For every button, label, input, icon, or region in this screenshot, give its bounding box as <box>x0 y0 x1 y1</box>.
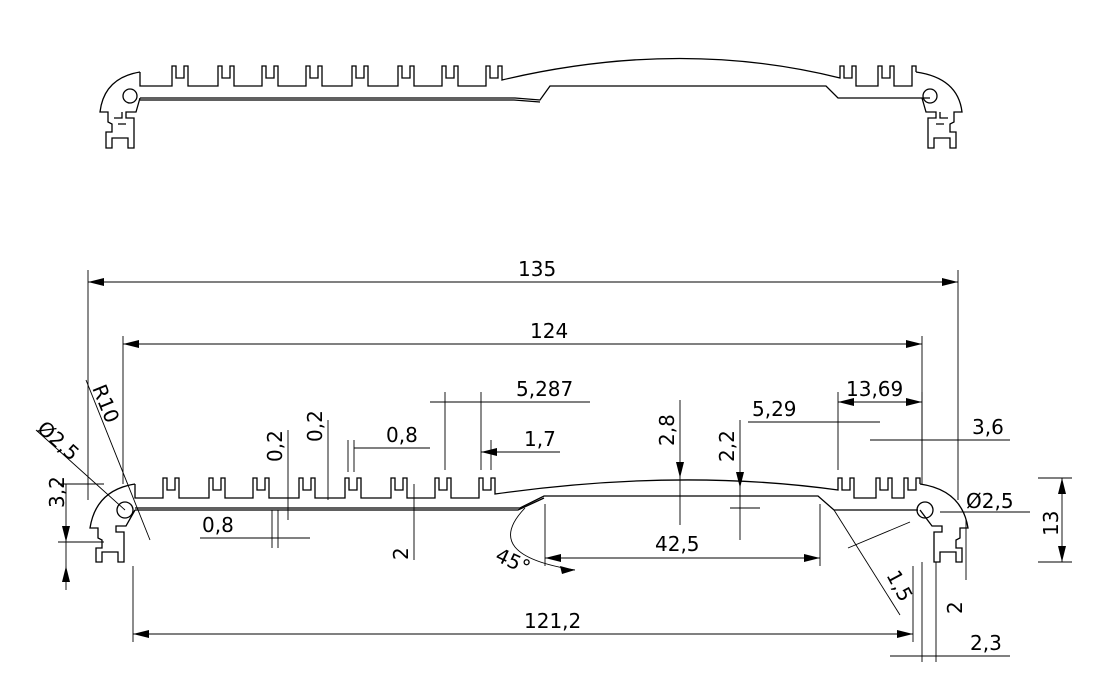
dim-height-left: 3,2 <box>45 476 69 508</box>
profile-overview <box>99 57 963 149</box>
dim-overall-width: 135 <box>518 257 556 281</box>
section-main-outline <box>134 477 921 499</box>
dim-fin-pitch: 5,287 <box>516 377 573 401</box>
dimension-lines <box>35 270 1072 662</box>
dim-wall-b: 0,2 <box>303 410 327 442</box>
dim-angle: 45° <box>492 543 534 580</box>
dim-inner-width: 124 <box>530 319 568 343</box>
dim-right-pitch: 5,29 <box>752 397 797 421</box>
overview-left-end <box>99 71 141 149</box>
dim-right-offset: 3,6 <box>972 415 1004 439</box>
dim-foot-width: 2,3 <box>970 631 1002 655</box>
dim-fin-gap: 1,7 <box>524 427 556 451</box>
overview-left-hole <box>122 88 138 104</box>
dim-foot-height: 2 <box>943 601 967 614</box>
overview-right-hook <box>936 112 948 125</box>
dim-slot-width-b: 0,8 <box>386 423 418 447</box>
dimensioned-section: 135 124 121,2 42,5 13 3,2 R10 Ø2,5 Ø2,5 … <box>33 257 1072 662</box>
dim-step-height: 2,2 <box>715 430 739 462</box>
section-base-line-lower <box>135 497 545 511</box>
dim-total-height: 13 <box>1039 511 1063 536</box>
dim-right-span: 13,69 <box>846 377 903 401</box>
dim-center-flat: 42,5 <box>655 532 700 556</box>
section-right-hole <box>916 501 934 519</box>
dim-slot-width-a: 0,8 <box>202 513 234 537</box>
overview-right-end <box>915 71 963 149</box>
section-base-line <box>135 495 918 511</box>
dim-base-thickness: 2 <box>389 547 413 560</box>
overview-main-outline <box>139 57 917 87</box>
dim-arc-height: 2,8 <box>655 414 679 446</box>
dim-radius: R10 <box>87 381 124 426</box>
section-right-end <box>919 483 969 563</box>
section-left-hole <box>116 501 134 519</box>
overview-right-hole <box>922 88 938 104</box>
dim-hole-right: Ø2,5 <box>966 489 1014 513</box>
overview-left-hook <box>114 112 126 125</box>
overview-base-line-lower <box>140 99 541 103</box>
dim-bottom-width: 121,2 <box>524 609 581 633</box>
section-left-end <box>89 483 136 563</box>
overview-base-line <box>140 85 930 101</box>
dim-chamfer: 1,5 <box>882 566 918 605</box>
dim-wall-a: 0,2 <box>263 430 287 462</box>
dim-hole-left: Ø2,5 <box>33 416 84 466</box>
